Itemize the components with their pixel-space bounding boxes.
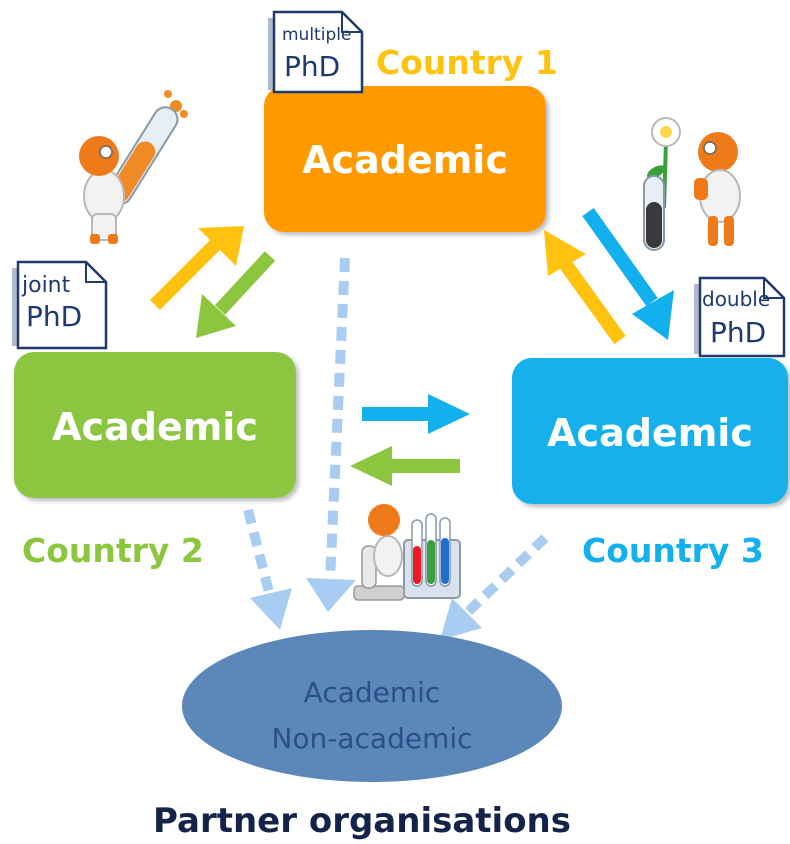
double-doc-word: double xyxy=(702,287,770,311)
arrow-country1-to-country3 xyxy=(582,207,674,340)
scientist-flower-icon xyxy=(643,117,741,251)
dotted-arrow-country3-partners xyxy=(440,534,549,640)
dotted-arrow-country1-partners xyxy=(306,257,356,612)
partner-non-academic-label: Non-academic xyxy=(271,722,472,755)
joint-doc-word: joint xyxy=(21,273,71,298)
joint-phd-document-icon xyxy=(12,260,108,350)
multiple-doc-phd: PhD xyxy=(284,50,340,83)
country3-academic-label: Academic xyxy=(547,411,753,455)
joint-doc-phd: PhD xyxy=(26,300,82,333)
partner-organisations-ellipse xyxy=(182,630,562,782)
dotted-arrow-country2-partners xyxy=(243,508,292,630)
country1-academic-label: Academic xyxy=(302,138,508,182)
country2-label: Country 2 xyxy=(22,531,204,570)
country3-label: Country 3 xyxy=(582,531,764,570)
multiple-phd-document-icon xyxy=(268,10,364,94)
double-phd-document-icon xyxy=(694,276,786,358)
arrow-country2-to-country3 xyxy=(362,394,470,434)
country1-academic-box xyxy=(264,86,546,232)
multiple-doc-word: multiple xyxy=(282,25,351,45)
partner-organisations-caption: Partner organisations xyxy=(153,801,571,841)
arrow-country2-to-country1 xyxy=(150,226,244,310)
double-doc-phd: PhD xyxy=(710,316,766,349)
partner-academic-label: Academic xyxy=(304,676,441,709)
country2-academic-label: Academic xyxy=(52,405,258,449)
country3-academic-box xyxy=(512,358,788,504)
arrow-country3-to-country2 xyxy=(350,446,460,486)
arrow-country3-to-country1 xyxy=(544,230,626,345)
country2-academic-box xyxy=(14,352,296,498)
scientist-test-tube-icon xyxy=(79,90,188,244)
scientist-microscope-icon xyxy=(353,504,461,601)
country1-label: Country 1 xyxy=(376,43,558,82)
arrow-country1-to-country2 xyxy=(196,251,276,338)
